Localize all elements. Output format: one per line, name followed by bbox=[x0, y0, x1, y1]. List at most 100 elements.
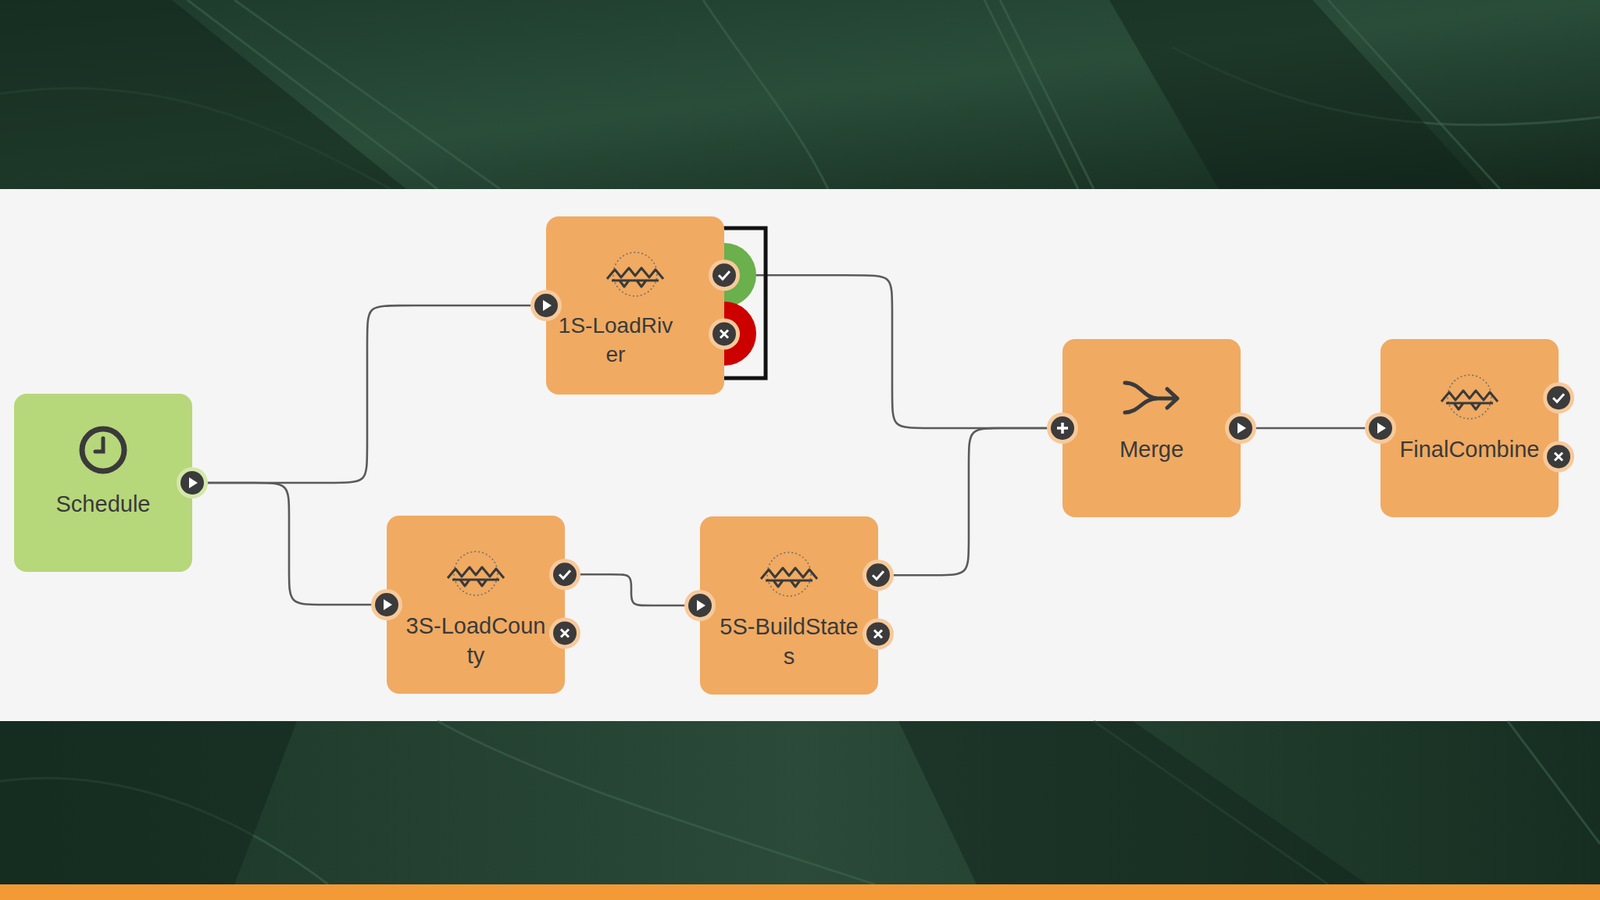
leaf-band-top bbox=[0, 0, 1600, 190]
clock-face bbox=[82, 428, 125, 472]
port-symbol bbox=[720, 329, 729, 338]
leaf-band-bottom bbox=[0, 721, 1600, 885]
port-dot bbox=[688, 593, 712, 618]
port-ring bbox=[1542, 440, 1575, 472]
clock-hands bbox=[95, 438, 104, 452]
plus-port bbox=[1046, 412, 1079, 444]
port-symbol bbox=[874, 629, 883, 638]
node-label: 5S-BuildStates bbox=[718, 611, 860, 672]
node-label: 1S-LoadRiver bbox=[557, 311, 675, 370]
port-symbol bbox=[383, 599, 393, 611]
fail-port bbox=[708, 317, 740, 350]
node-icon bbox=[546, 216, 725, 395]
fme-logo bbox=[447, 567, 504, 586]
play-port bbox=[1364, 412, 1397, 444]
node-icon bbox=[1380, 339, 1559, 518]
port-ring bbox=[530, 289, 562, 322]
canvas-panel bbox=[0, 189, 1600, 722]
workspace-node: 1S-LoadRiver bbox=[546, 216, 725, 395]
port-ring bbox=[1364, 412, 1397, 444]
node-ports bbox=[386, 515, 565, 694]
port-symbol bbox=[696, 600, 706, 611]
port-ring bbox=[1225, 412, 1257, 444]
port-symbol bbox=[560, 628, 569, 637]
port-dot bbox=[866, 621, 890, 646]
port-symbol bbox=[189, 477, 198, 489]
check-port bbox=[708, 259, 740, 291]
port-symbol bbox=[1554, 452, 1563, 461]
node-label: 3S-LoadCounty bbox=[405, 610, 547, 672]
port-ring bbox=[862, 617, 894, 650]
node-ports bbox=[546, 216, 725, 395]
schedule-node: Schedule bbox=[14, 393, 193, 572]
fme-logo bbox=[607, 267, 664, 287]
icon-group bbox=[760, 552, 818, 597]
port-dot bbox=[180, 471, 204, 495]
port-ring bbox=[549, 617, 581, 649]
port-symbol bbox=[1057, 422, 1068, 434]
play-port bbox=[1225, 412, 1257, 444]
port-symbol bbox=[1377, 422, 1386, 434]
port-ring bbox=[708, 259, 740, 291]
port-symbol bbox=[872, 571, 884, 579]
connector bbox=[564, 574, 700, 606]
node-label: Merge bbox=[1077, 434, 1226, 465]
node-label: Schedule bbox=[28, 489, 178, 519]
merge-symbol bbox=[1125, 382, 1178, 413]
port-symbol bbox=[1237, 422, 1247, 434]
check-port bbox=[549, 558, 581, 590]
connector bbox=[1240, 427, 1381, 430]
port-ring bbox=[176, 467, 208, 499]
connector bbox=[724, 275, 1063, 429]
connector bbox=[878, 428, 1063, 575]
node-ports bbox=[1380, 339, 1559, 518]
merge-node: Merge bbox=[1062, 339, 1241, 518]
port-symbol bbox=[1553, 393, 1565, 402]
fail-port bbox=[549, 617, 581, 649]
icon-group bbox=[82, 428, 125, 472]
port-symbol bbox=[542, 300, 552, 311]
play-port bbox=[530, 289, 562, 322]
node-icon bbox=[14, 393, 193, 572]
fail-port bbox=[1542, 440, 1575, 472]
workspace-node: 5S-BuildStates bbox=[700, 516, 879, 695]
port-dot bbox=[553, 621, 577, 645]
check-port bbox=[1542, 382, 1575, 414]
port-dot bbox=[1050, 416, 1075, 440]
connector bbox=[192, 482, 387, 605]
fme-logo bbox=[1441, 390, 1498, 410]
fail-port bbox=[862, 617, 894, 650]
leaf-veins-top bbox=[0, 0, 1600, 190]
leaf-shade-bottom bbox=[0, 721, 1368, 885]
node-ports bbox=[1062, 339, 1241, 518]
port-symbol bbox=[559, 570, 571, 579]
port-ring bbox=[371, 589, 403, 621]
port-dot bbox=[712, 321, 736, 346]
port-dot bbox=[1546, 385, 1571, 410]
node-ports bbox=[700, 516, 879, 695]
node-icon bbox=[1062, 339, 1241, 518]
icon-group bbox=[1441, 375, 1498, 419]
accent-bar bbox=[0, 884, 1600, 900]
play-port bbox=[684, 589, 716, 622]
workspace-node: FinalCombine bbox=[1380, 339, 1559, 518]
icon-group bbox=[447, 551, 504, 596]
node-label: FinalCombine bbox=[1399, 434, 1540, 465]
port-dot bbox=[1368, 416, 1393, 440]
node-ports bbox=[14, 393, 193, 572]
leaf-shade-top bbox=[0, 0, 1485, 190]
port-ring bbox=[708, 317, 740, 350]
port-dot bbox=[375, 592, 399, 617]
port-dot bbox=[553, 562, 577, 586]
port-ring bbox=[1046, 412, 1079, 444]
connector bbox=[192, 305, 547, 483]
port-ring bbox=[1542, 382, 1575, 414]
port-ring bbox=[862, 559, 894, 591]
port-dot bbox=[712, 263, 736, 287]
port-ring bbox=[549, 558, 581, 590]
port-dot bbox=[866, 563, 890, 587]
